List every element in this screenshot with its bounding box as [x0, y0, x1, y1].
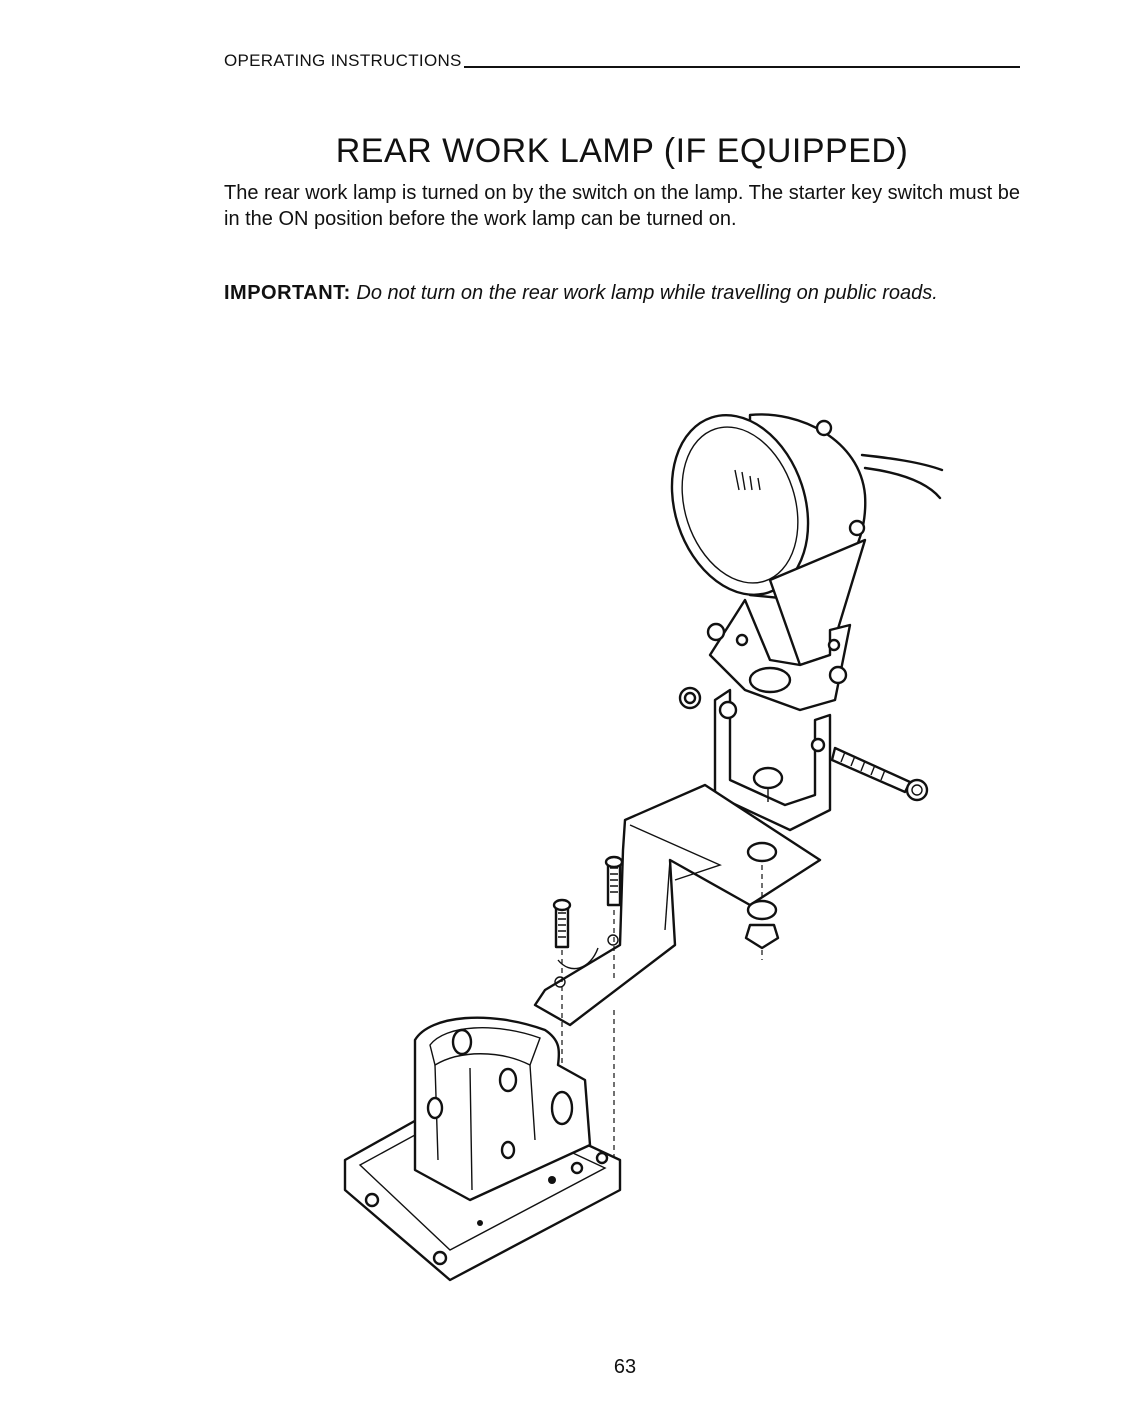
work-lamp-diagram-icon — [330, 400, 970, 1300]
base-socket-icon — [345, 1018, 620, 1280]
instruction-paragraph: The rear work lamp is turned on by the s… — [224, 180, 1020, 232]
page-number: 63 — [0, 1356, 1144, 1379]
section-label: OPERATING INSTRUCTIONS — [224, 52, 462, 70]
important-note: IMPORTANT: Do not turn on the rear work … — [224, 280, 1020, 306]
important-text: Do not turn on the rear work lamp while … — [356, 282, 937, 304]
side-bolt-icon — [832, 748, 927, 800]
header-rule — [464, 66, 1020, 68]
important-label: IMPORTANT: — [224, 282, 351, 304]
carriage-bolt-icon — [554, 857, 622, 947]
page-header: OPERATING INSTRUCTIONS — [224, 52, 1020, 70]
page-title: REAR WORK LAMP (IF EQUIPPED) — [0, 132, 1144, 171]
